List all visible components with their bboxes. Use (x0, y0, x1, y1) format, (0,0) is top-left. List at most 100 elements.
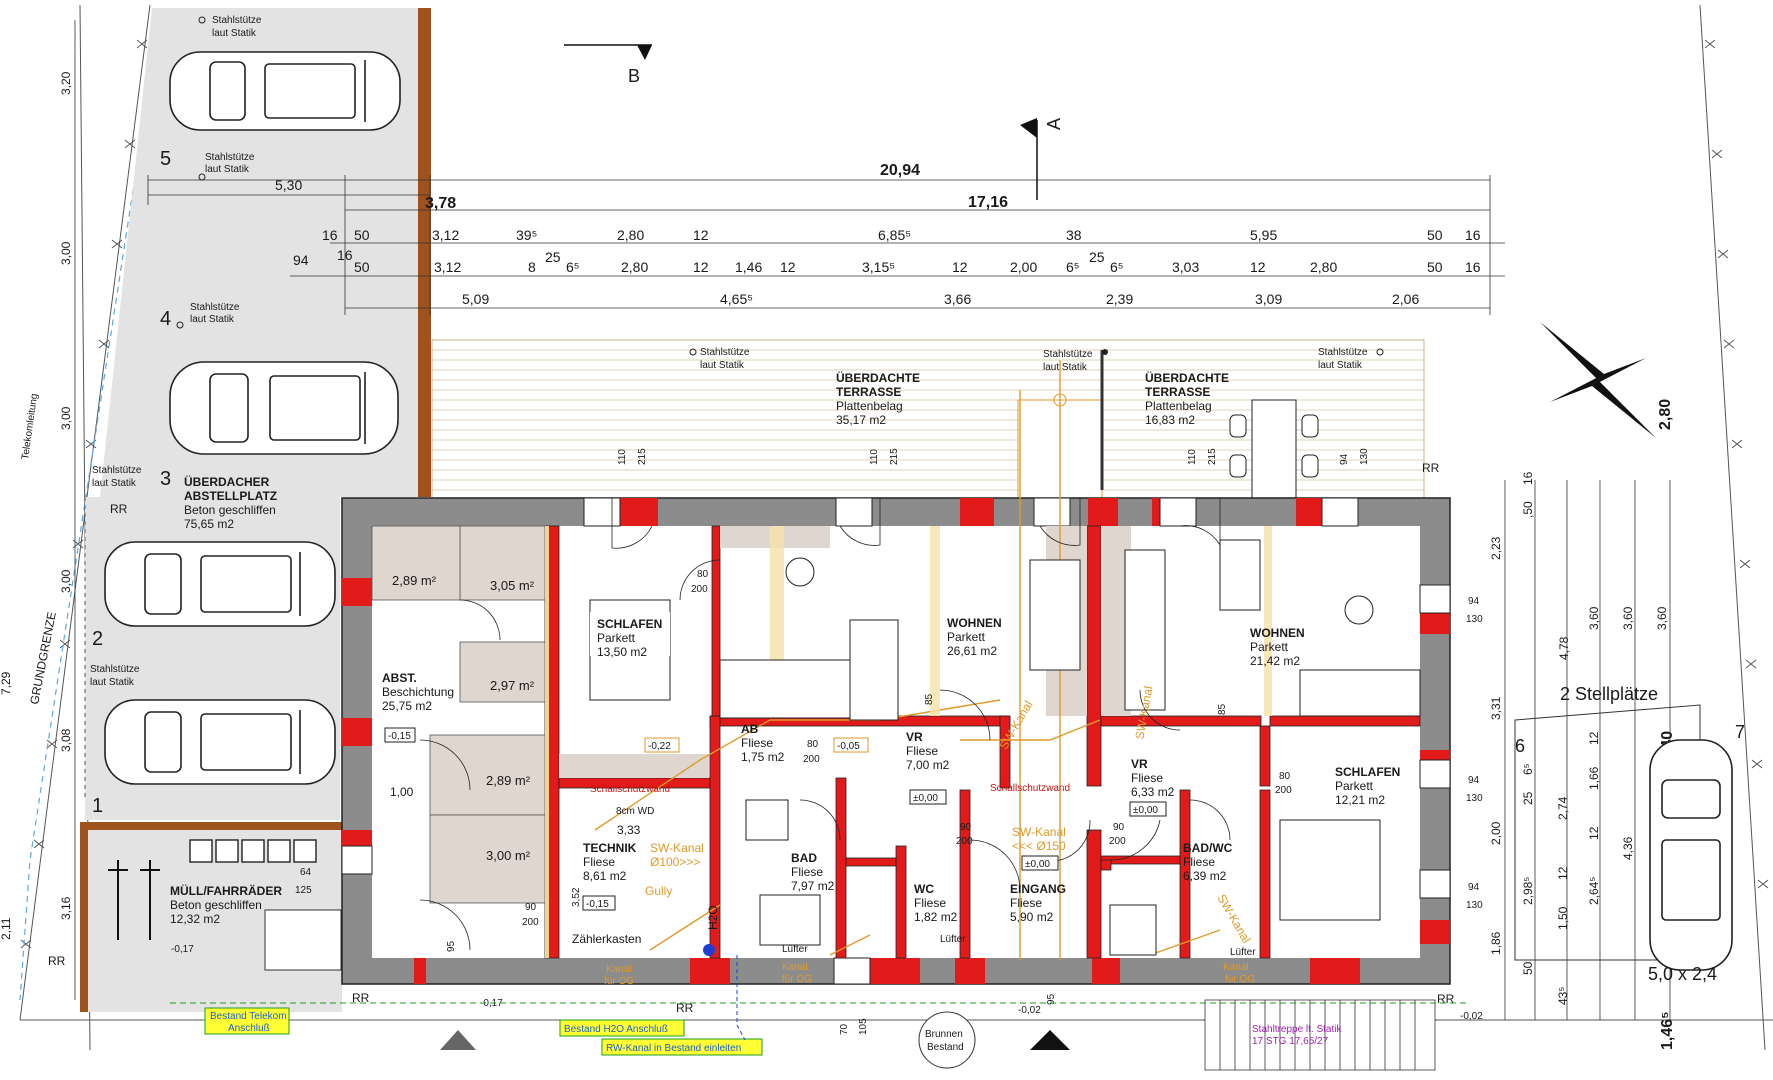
svg-text:6⁵: 6⁵ (1066, 259, 1080, 275)
svg-text:215: 215 (637, 448, 648, 465)
svg-text:Bestand H2O Anschluß: Bestand H2O Anschluß (564, 1024, 668, 1035)
svg-text:Lüfter: Lüfter (940, 934, 966, 945)
carport-room-label: ÜBERDACHER ABSTELLPLATZ Beton geschliffe… (184, 474, 277, 531)
section-triangle-left (440, 1030, 476, 1050)
svg-text:1,50: 1,50 (1556, 906, 1570, 930)
svg-text:±0,00: ±0,00 (913, 793, 938, 804)
svg-text:-0,02: -0,02 (1018, 1005, 1041, 1016)
svg-text:16: 16 (1465, 227, 1481, 243)
svg-text:3,60: 3,60 (1587, 606, 1601, 630)
dim-row-2: 94 16 50 3,12 8 25 6⁵ 2,80 12 1,46 12 3,… (293, 247, 1481, 275)
dim-row-overall: 20,94 17,16 3,78 5,30 (275, 162, 1008, 212)
small-dims: 80 200 80 200 80 200 90 200 90 200 90 20… (446, 448, 1483, 1035)
svg-text:Fliese: Fliese (1183, 855, 1215, 869)
svg-text:7,00 m2: 7,00 m2 (906, 758, 950, 772)
svg-text:16: 16 (1465, 259, 1481, 275)
svg-text:3,15⁵: 3,15⁵ (862, 259, 895, 275)
svg-text:3,52: 3,52 (571, 887, 582, 907)
svg-text:80: 80 (1279, 771, 1291, 782)
svg-text:3,20: 3,20 (59, 71, 73, 95)
svg-text:RR: RR (110, 502, 128, 516)
room-schlafen-1: SCHLAFEN Parkett 13,50 m2 (590, 612, 670, 659)
svg-text:200: 200 (691, 584, 708, 595)
terrace-area (431, 339, 1425, 499)
svg-text:Stahlstütze: Stahlstütze (212, 15, 262, 26)
svg-text:4,78: 4,78 (1557, 636, 1571, 660)
left-vertical-dims: 3,20 3,00 3,00 3,00 3,08 3,16 7,29 2,11 (0, 71, 73, 940)
svg-text:2,89 m²: 2,89 m² (392, 573, 437, 588)
svg-text:SCHLAFEN: SCHLAFEN (1335, 765, 1400, 779)
svg-text:16: 16 (337, 247, 353, 263)
svg-text:ABST.: ABST. (382, 671, 417, 685)
svg-text:Stahlstütze: Stahlstütze (90, 664, 140, 675)
svg-text:200: 200 (522, 917, 539, 928)
svg-text:12: 12 (693, 227, 709, 243)
svg-text:6⁵: 6⁵ (1110, 259, 1124, 275)
room-technik: TECHNIK Fliese 8,61 m2 3,33 8cm WD Zähle… (572, 806, 654, 946)
svg-text:5,0 x 2,4: 5,0 x 2,4 (1648, 964, 1717, 984)
svg-text:Beton geschliffen: Beton geschliffen (170, 898, 262, 912)
room-schlafen-2: SCHLAFEN Parkett 12,21 m2 (1335, 765, 1400, 807)
svg-text:1,86: 1,86 (1489, 931, 1503, 955)
svg-text:35,17 m2: 35,17 m2 (836, 413, 886, 427)
fixture-labels: Lüfter Lüfter Lüfter H2O (703, 905, 1256, 958)
svg-text:2,64⁵: 2,64⁵ (1587, 877, 1601, 905)
svg-text:Stahlstütze: Stahlstütze (205, 152, 255, 163)
svg-text:ABSTELLPLATZ: ABSTELLPLATZ (184, 489, 277, 503)
svg-text:2,00: 2,00 (1010, 259, 1037, 275)
svg-text:Plattenbelag: Plattenbelag (836, 399, 903, 413)
svg-text:215: 215 (1207, 448, 1218, 465)
svg-text:Stahlstütze: Stahlstütze (190, 302, 240, 313)
svg-text:80: 80 (697, 569, 709, 580)
svg-text:Fliese: Fliese (906, 744, 938, 758)
svg-text:105: 105 (858, 1018, 869, 1035)
svg-text:200: 200 (1109, 836, 1126, 847)
svg-text:TERRASSE: TERRASSE (1145, 385, 1210, 399)
svg-text:laut Statik: laut Statik (190, 314, 235, 325)
svg-text:ÜBERDACHER: ÜBERDACHER (184, 474, 270, 489)
svg-text:VR: VR (906, 730, 923, 744)
svg-text:RR: RR (352, 991, 370, 1005)
svg-text:WOHNEN: WOHNEN (1250, 626, 1305, 640)
svg-text:12: 12 (1587, 826, 1601, 840)
rr-labels: RR RR RR RR RR RR (48, 461, 1455, 1015)
room-ab: AB Fliese 1,75 m2 (741, 722, 785, 764)
svg-text:laut Statik: laut Statik (700, 360, 745, 371)
svg-text:laut Statik: laut Statik (205, 164, 250, 175)
svg-text:25: 25 (1089, 249, 1105, 265)
car-2 (104, 541, 336, 627)
svg-text:3,66: 3,66 (944, 291, 971, 307)
svg-text:2,00: 2,00 (1489, 821, 1503, 845)
svg-text:<<< Ø150: <<< Ø150 (1012, 839, 1066, 853)
exterior-staircase (1204, 999, 1436, 1071)
car-5 (169, 51, 401, 131)
svg-text:±0,00: ±0,00 (1025, 859, 1050, 870)
svg-text:1,46: 1,46 (735, 259, 762, 275)
svg-text:RR: RR (1437, 992, 1455, 1006)
svg-text:Stahlstütze: Stahlstütze (1043, 349, 1093, 360)
svg-text:ÜBERDACHTE: ÜBERDACHTE (836, 370, 920, 385)
svg-text:RR: RR (676, 1001, 694, 1015)
svg-text:±0,00: ±0,00 (1133, 805, 1158, 816)
svg-text:2,98⁵: 2,98⁵ (1521, 877, 1535, 905)
svg-text:21,42 m2: 21,42 m2 (1250, 654, 1300, 668)
room-bad-wc: BAD/WC Fliese 6,39 m2 (1183, 841, 1233, 883)
svg-text:16,83 m2: 16,83 m2 (1145, 413, 1195, 427)
carport-cars (104, 51, 401, 785)
svg-text:Fliese: Fliese (741, 736, 773, 750)
svg-text:200: 200 (1275, 785, 1292, 796)
right-dim-lines (1504, 480, 1671, 1020)
room-bad: BAD Fliese 7,97 m2 (791, 851, 835, 893)
schallschutzwand-labels: Schallschutzwand Schallschutzwand (590, 783, 1070, 795)
svg-text:2,80: 2,80 (621, 259, 648, 275)
svg-text:Parkett: Parkett (1250, 640, 1289, 654)
svg-text:75,65 m2: 75,65 m2 (184, 517, 234, 531)
svg-text:Parkett: Parkett (597, 631, 636, 645)
svg-text:laut Statik: laut Statik (212, 28, 257, 39)
svg-text:25: 25 (545, 249, 561, 265)
svg-text:3,00: 3,00 (59, 569, 73, 593)
svg-text:6⁵: 6⁵ (1521, 763, 1535, 775)
svg-text:4,65⁵: 4,65⁵ (720, 291, 753, 307)
svg-text:7,29: 7,29 (0, 671, 13, 695)
svg-text:3,60: 3,60 (1655, 606, 1669, 630)
